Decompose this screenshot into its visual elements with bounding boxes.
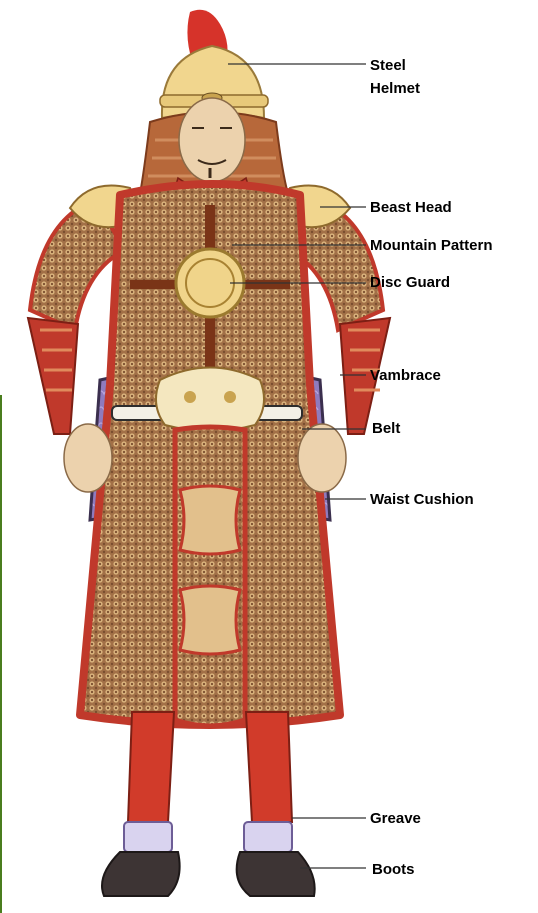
right-boot (237, 852, 315, 896)
label-belt: Belt (372, 418, 400, 439)
right-leg (246, 712, 292, 822)
face (179, 98, 245, 182)
label-helmet: Helmet (370, 78, 420, 99)
right-hand (298, 424, 346, 492)
left-greave (124, 822, 172, 852)
label-beast-head: Beast Head (370, 197, 452, 218)
label-steel: Steel (370, 55, 406, 76)
center-tasset (175, 427, 245, 726)
left-hand (64, 424, 112, 492)
left-vambrace (28, 318, 78, 434)
right-greave (244, 822, 292, 852)
label-disc-guard: Disc Guard (370, 272, 450, 293)
label-mountain-pattern: Mountain Pattern (370, 235, 493, 256)
label-waist-cushion: Waist Cushion (370, 489, 474, 510)
label-greave: Greave (370, 808, 421, 829)
left-boot (102, 852, 180, 896)
label-vambrace: Vambrace (370, 365, 441, 386)
left-leg (128, 712, 174, 822)
belt-beast-buckle (156, 368, 264, 432)
label-boots: Boots (372, 859, 415, 880)
